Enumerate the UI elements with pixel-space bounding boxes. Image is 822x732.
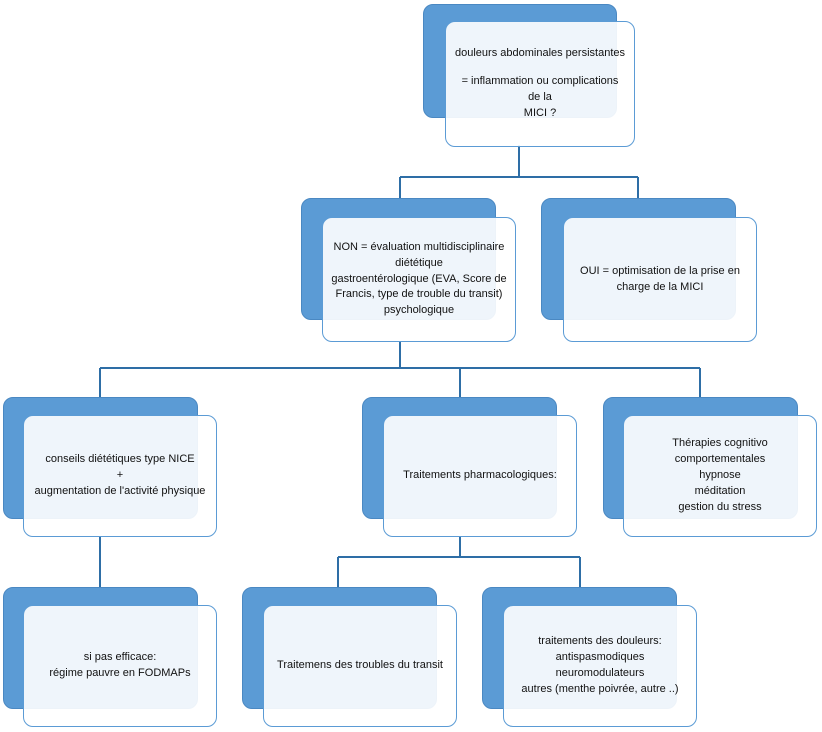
therapies-line-1: Thérapies cognitivo xyxy=(672,437,768,450)
douleurs-line-2: antispasmodiques xyxy=(555,651,645,664)
conseils-line-2: + xyxy=(116,469,124,482)
non-line-2: diététique xyxy=(395,256,443,269)
douleurs-line-4: autres (menthe poivrée, autre ..) xyxy=(521,682,679,695)
therapies-line-4: méditation xyxy=(694,484,746,497)
connector-pharmaco xyxy=(337,537,581,590)
douleurs-line-1: traitements des douleurs: xyxy=(538,635,662,648)
non-line-1: NON = évaluation multidisciplinaire xyxy=(333,240,505,253)
connector-root xyxy=(399,145,639,198)
non-line-3: gastroentérologique (EVA, Score de xyxy=(331,272,507,285)
root-line-2: = inflammation ou complications de la xyxy=(461,75,619,103)
oui-line-1: OUI = optimisation de la prise en xyxy=(580,264,740,277)
therapies-line-2: comportementales xyxy=(674,453,766,466)
root-line-1: douleurs abdominales persistantes xyxy=(455,47,625,60)
conseils-line-3: augmentation de l'activité physique xyxy=(34,484,206,497)
non-line-4: Francis, type de trouble du transit) xyxy=(335,288,503,301)
fodmap-line-1: si pas efficace: xyxy=(83,651,157,664)
root-line-3: MICI ? xyxy=(523,106,557,119)
therapies-line-5: gestion du stress xyxy=(678,500,762,513)
douleurs-line-3: neuromodulateurs xyxy=(555,667,645,679)
conseils-line-1: conseils diététiques type NICE xyxy=(45,453,195,466)
transit-line-1: Traitemens des troubles du transit xyxy=(277,659,443,672)
therapies-line-3: hypnose xyxy=(699,469,741,482)
oui-line-2: charge de la MICI xyxy=(616,280,704,293)
non-line-5: psychologique xyxy=(383,304,455,317)
connector-non xyxy=(99,342,701,397)
fodmap-line-2: régime pauvre en FODMAPs xyxy=(49,667,191,679)
pharmaco-line-1: Traitements pharmacologiques: xyxy=(403,469,557,482)
